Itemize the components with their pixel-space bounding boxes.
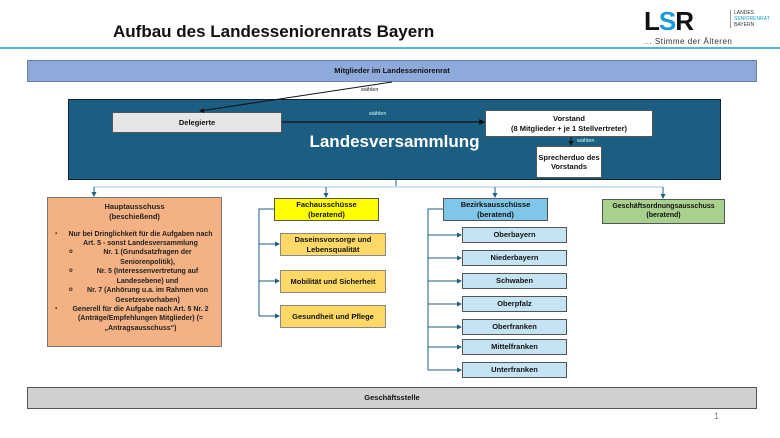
bezirk-item: Mittelfranken: [462, 339, 567, 355]
bezirksausschuesse-box: Bezirksausschüsse(beratend): [443, 198, 548, 221]
logo-tagline: ... Stimme der Älteren: [644, 37, 733, 46]
delegierte-box: Delegierte: [112, 112, 282, 133]
header-divider: [0, 47, 780, 49]
bezirk-item: Oberbayern: [462, 227, 567, 243]
landesversammlung-label: Landesversammlung: [309, 132, 480, 151]
page-number: 1: [714, 411, 720, 421]
bezirk-item: Unterfranken: [462, 362, 567, 378]
bezirk-item: Schwaben: [462, 273, 567, 289]
fachausschuesse-box: Fachausschüsse(beratend): [274, 198, 379, 221]
sprecherduo-box: Sprecherduo des Vorstands: [536, 146, 602, 178]
fachausschuss-item: Mobilität und Sicherheit: [280, 270, 386, 293]
geschaeftsordnungsausschuss-box: Geschäftsordnungsausschuss(beratend): [602, 199, 725, 224]
vorstand-box: Vorstand(8 Mitglieder + je 1 Stellvertre…: [485, 110, 653, 137]
bezirk-item: Oberpfalz: [462, 296, 567, 312]
waehlen-label-1: wählen: [361, 87, 379, 93]
bezirk-item: Oberfranken: [462, 319, 567, 335]
waehlen-label-3: wählen: [577, 138, 595, 144]
bezirk-item: Niederbayern: [462, 250, 567, 266]
page-title: Aufbau des Landesseniorenrats Bayern: [113, 22, 435, 41]
hauptausschuss-box: Hauptausschuss(beschießend) Nur bei Drin…: [47, 197, 222, 347]
geschaeftsstelle-box: Geschäftsstelle: [27, 387, 757, 409]
waehlen-label-2: wählen: [369, 111, 387, 117]
fachausschuss-item: Gesundheit und Pflege: [280, 305, 386, 328]
fachausschuss-item: Daseinsvorsorge und Lebensqualität: [280, 233, 386, 256]
mitglieder-box: Mitglieder im Landesseniorenrat: [27, 60, 757, 82]
